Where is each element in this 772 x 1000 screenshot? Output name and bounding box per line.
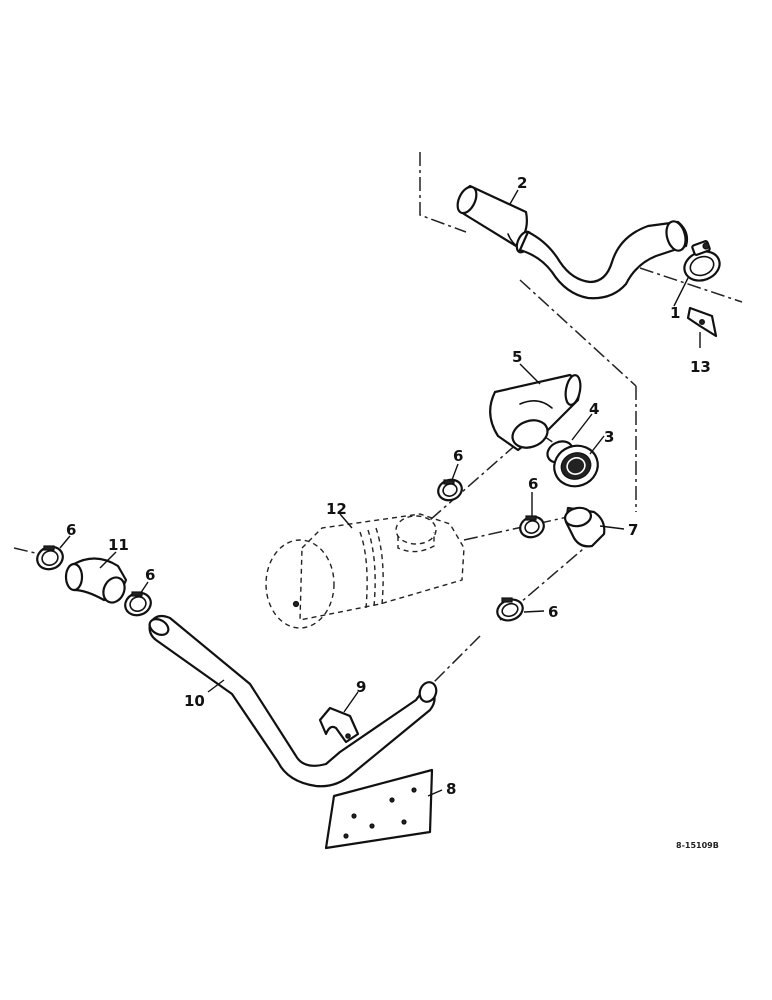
hose-clamp-lower-left: [124, 591, 152, 617]
callout-12: 12: [326, 500, 347, 518]
callout-3: 3: [604, 428, 614, 446]
hose-clamp-body-outlet: [519, 515, 545, 539]
upper-intake-pipe: [456, 184, 689, 300]
callout-7: 7: [628, 521, 638, 539]
intake-tube: [148, 614, 438, 788]
air-cleaner-elbow: [489, 373, 582, 452]
hose-clamp-upper: [437, 478, 463, 502]
callout-9: 9: [356, 678, 366, 696]
hose-clamp-left: [36, 545, 64, 571]
drawing-reference-number: 8-15109B: [676, 841, 719, 850]
callout-6c: 6: [548, 603, 558, 621]
callout-1: 1: [670, 304, 680, 322]
connecting-hose: [64, 557, 128, 604]
callout-4: 4: [589, 400, 599, 418]
callout-13: 13: [690, 358, 711, 376]
callout-6d: 6: [66, 521, 76, 539]
callout-10: 10: [184, 692, 205, 710]
upper-pipe-clamp: [683, 240, 721, 282]
mounting-plate: [324, 768, 434, 850]
leader-lines: [59, 189, 701, 797]
outlet-elbow: [564, 506, 606, 548]
callout-5: 5: [512, 348, 522, 366]
mounting-bracket: [686, 306, 718, 338]
hose-clamp-lower-right: [496, 597, 524, 622]
callout-6e: 6: [145, 566, 155, 584]
air-cleaner-body: [265, 513, 465, 629]
tube-strap: [318, 706, 360, 744]
callout-2: 2: [517, 174, 527, 192]
callout-6a: 6: [453, 447, 463, 465]
callout-6b: 6: [528, 475, 538, 493]
callout-labels: 1 2 3 4 5 6 6 6 6 6 7 8 9 10 11 12 13: [66, 174, 711, 798]
callout-8: 8: [446, 780, 456, 798]
precleaner-cap-assembly: [546, 440, 599, 488]
callout-11: 11: [108, 536, 129, 554]
